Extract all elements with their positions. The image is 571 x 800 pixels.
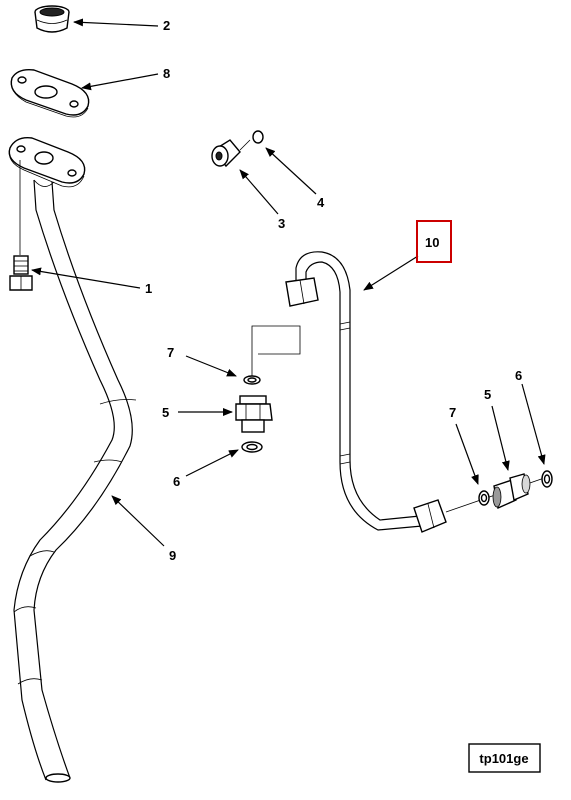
part-10-oil-line: [285, 251, 447, 533]
leader-lines: [31, 18, 546, 547]
callout-3: 3: [278, 216, 285, 231]
fitting-group-left: [235, 325, 301, 453]
callout-10: 10: [425, 235, 439, 250]
part-1-bolt: [9, 160, 33, 291]
part-3-plug: [211, 139, 251, 168]
callout-5-right: 5: [484, 387, 491, 402]
callout-6-right: 6: [515, 368, 522, 383]
part-2-cap: [34, 5, 70, 33]
reference-label: tp101ge: [479, 751, 528, 766]
callout-9: 9: [169, 548, 176, 563]
callout-4: 4: [317, 195, 325, 210]
part-4-o-ring: [252, 130, 264, 144]
reference-label-box: [468, 743, 541, 773]
callout-5-left: 5: [162, 405, 169, 420]
callout-7-left: 7: [167, 345, 174, 360]
part-8-gasket: [10, 68, 90, 118]
highlight-box: [416, 220, 452, 263]
callout-1: 1: [145, 281, 152, 296]
callout-2: 2: [163, 18, 170, 33]
callout-8: 8: [163, 66, 170, 81]
callout-7-right: 7: [449, 405, 456, 420]
callout-6-left: 6: [173, 474, 180, 489]
fitting-group-right: [445, 470, 553, 513]
part-9-drain-tube: [8, 137, 137, 783]
